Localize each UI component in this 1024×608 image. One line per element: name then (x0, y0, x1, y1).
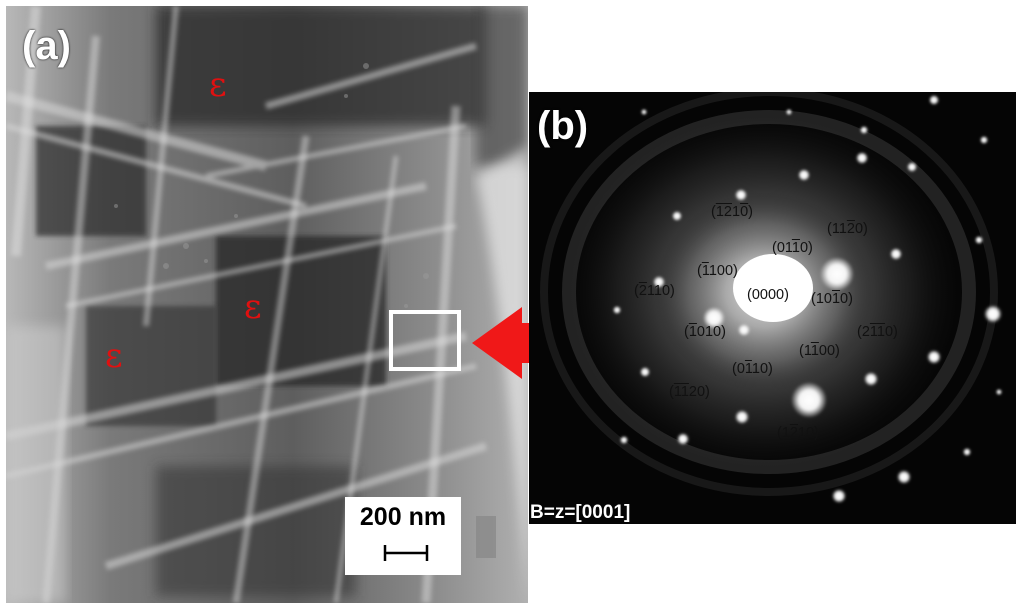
spot-index-label: (2110) (857, 324, 898, 340)
zone-axis-label: B=z=[0001] (530, 502, 631, 523)
spot-index-label: (1210) (711, 204, 753, 220)
epsilon-label: ε (105, 336, 123, 376)
spot-index-label: (1010) (684, 324, 726, 340)
panel-a-label: (a) (22, 24, 71, 68)
diffraction-pattern-panel: (1210) (1120) (0110) (1100) (2110) (0000… (529, 92, 1016, 524)
spot-index-label: (0110) (772, 240, 813, 256)
spot-index-label: (1100) (799, 343, 840, 359)
epsilon-label: ε (244, 287, 262, 327)
scale-bar-line (383, 545, 429, 561)
spot-index-label: (0000) (747, 287, 789, 303)
spot-index-label: (0110) (732, 361, 773, 377)
spot-index-label: (1210) (777, 425, 819, 441)
spot-index-label: (1120) (669, 384, 710, 400)
epsilon-label: ε (209, 65, 227, 105)
region-of-interest-box (389, 310, 461, 371)
spot-index-label: (1100) (697, 263, 738, 279)
tem-micrograph-panel: (a) ε ε ε (6, 6, 528, 603)
scale-bar-label: 200 nm (359, 503, 447, 531)
spot-index-label: (1120) (827, 221, 868, 237)
scale-bar: 200 nm (345, 497, 461, 575)
diffraction-image (540, 92, 1002, 503)
micrograph-image (6, 6, 528, 603)
spot-index-label: (1010) (811, 291, 853, 307)
panel-b-label: (b) (537, 104, 589, 148)
spot-index-label: (2110) (634, 283, 675, 299)
